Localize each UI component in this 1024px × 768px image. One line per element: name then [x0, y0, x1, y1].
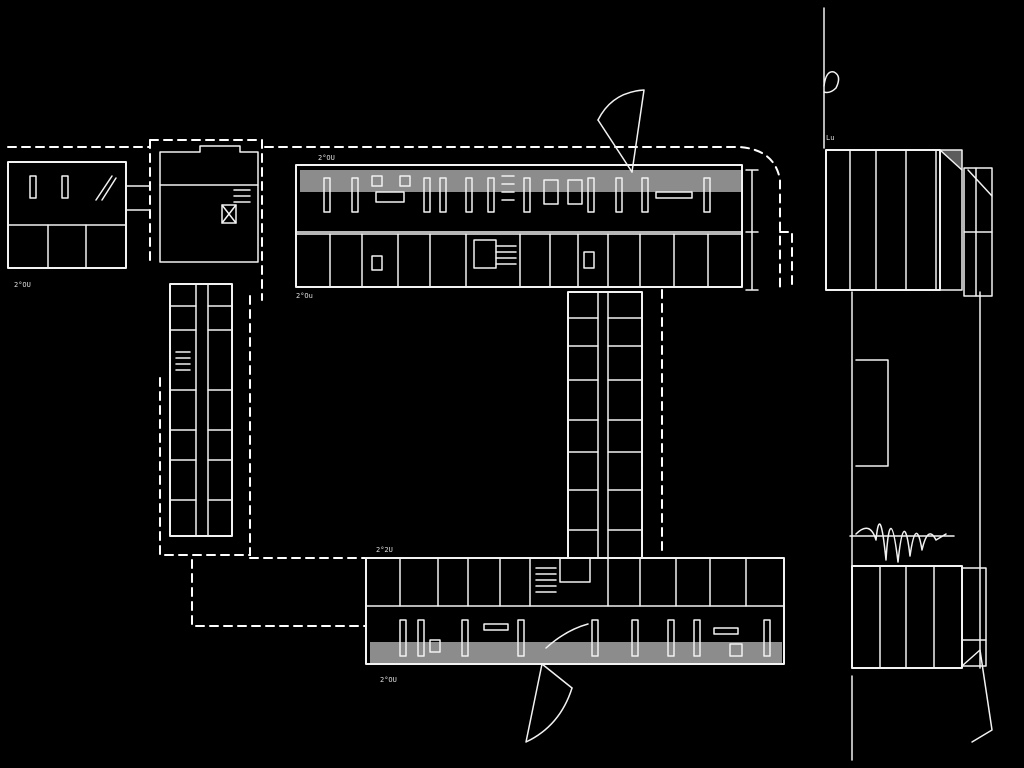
section-scribble [855, 523, 947, 563]
section-mark-label: Lu [826, 134, 834, 142]
south-wing-cells [399, 557, 747, 607]
north-wing-cells [329, 233, 709, 288]
north-wing-stair [371, 239, 595, 271]
south-door-arc [545, 623, 589, 649]
south-wing-bottom-label: 2°OU [380, 676, 397, 684]
north-entry-swing [597, 89, 645, 173]
north-wing-top-label: 2°OU [318, 154, 335, 162]
south-entry-swing [525, 663, 573, 743]
west-pavilion: 2°OU [7, 161, 151, 289]
west-pavilion-label: 2°OU [14, 281, 31, 289]
north-wing-bottom-label: 2°Ou [296, 292, 313, 300]
section-elevation: Lu [823, 7, 993, 761]
south-wing-corridor-shade [370, 642, 782, 664]
north-wing-corridor-shade [300, 170, 742, 192]
section-figure-sketch [823, 71, 840, 94]
south-wing-stair [535, 557, 591, 593]
south-wing-window-bars [399, 619, 771, 657]
entry-core [159, 145, 259, 263]
north-wing-dimension [745, 169, 759, 291]
dashed-site-outline [7, 139, 793, 627]
south-wing-top-label: 2°2U [376, 546, 393, 554]
west-corridor [169, 283, 233, 537]
north-wing: 2°OU 2°Ou [295, 89, 759, 300]
north-wing-window-bars [323, 175, 711, 213]
east-corridor [567, 291, 643, 559]
south-wing: 2°2U 2°OU [365, 546, 785, 743]
